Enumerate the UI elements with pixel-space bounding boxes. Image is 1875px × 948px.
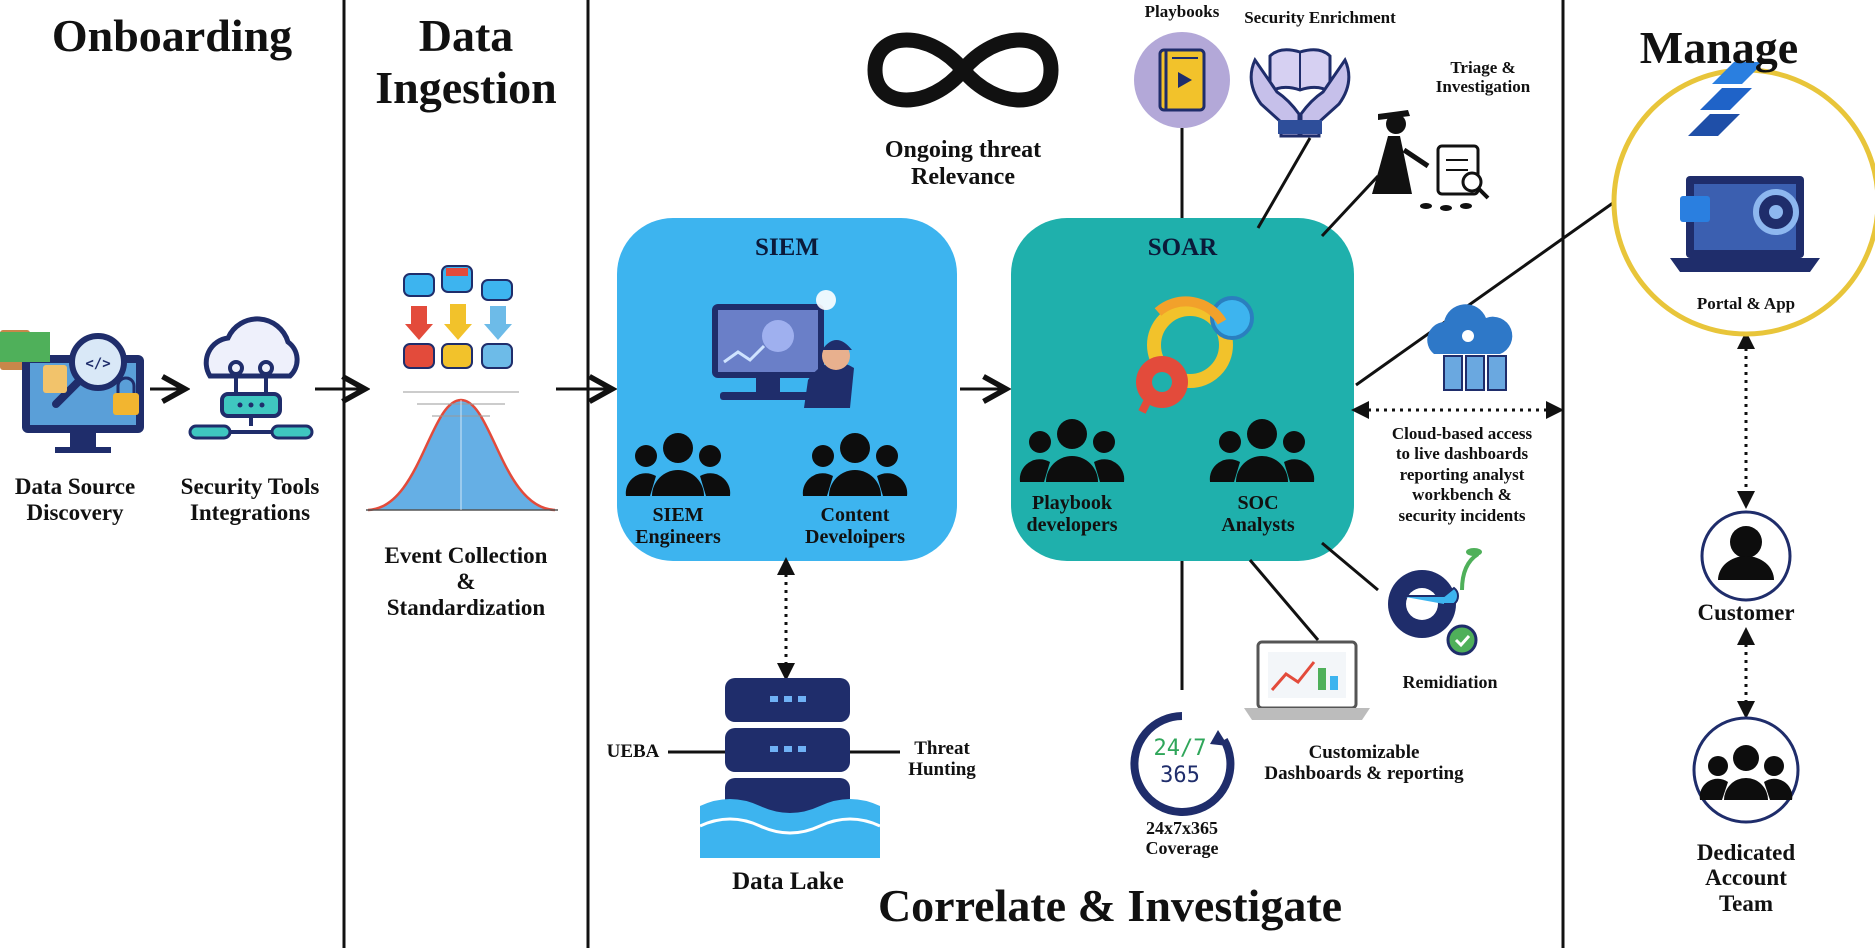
heading-manage: Manage	[1639, 22, 1799, 73]
portal-app-icon[interactable]	[1611, 62, 1875, 337]
spoke-triage	[1320, 174, 1380, 238]
remediation-icon	[1388, 548, 1482, 656]
heading-ingestion: Ingestion	[375, 62, 557, 113]
label-ueba: UEBA	[606, 741, 660, 762]
label-playbooks: Playbooks	[1144, 2, 1220, 21]
label-portal-app: Portal & App	[1696, 294, 1796, 313]
siem-analyst-icon	[712, 290, 854, 408]
data-source-discovery-icon: </>	[0, 330, 144, 453]
siem-title: SIEM	[755, 234, 819, 261]
cloud-servers-icon	[1427, 304, 1513, 391]
siem-box[interactable]	[617, 218, 957, 561]
soar-title: SOAR	[1147, 234, 1218, 261]
soar-gears-icon	[1136, 296, 1254, 414]
triage-investigation-icon	[1372, 110, 1490, 211]
data-lake-icon	[699, 678, 881, 858]
normal-distribution-icon	[366, 391, 558, 512]
ingestion-database-icon	[403, 265, 513, 369]
content-developers-people-icon	[802, 433, 908, 496]
label-security-enrichment: Security Enrichment	[1244, 8, 1396, 27]
account-team-avatar-icon	[1692, 716, 1800, 824]
heading-correlate: Correlate & Investigate	[877, 880, 1343, 931]
spoke-portal	[1355, 196, 1621, 387]
heading-onboarding: Onboarding	[51, 10, 293, 61]
heading-data: Data	[418, 10, 514, 61]
infinity-icon	[867, 32, 1059, 108]
dashboard-laptop-icon	[1244, 640, 1370, 720]
security-tools-cloud-icon	[188, 316, 314, 440]
security-enrichment-icon	[1249, 48, 1351, 138]
label-remediation: Remidiation	[1402, 672, 1498, 692]
spoke-dashboards	[1248, 559, 1320, 641]
clock-24-7-label: 24/7	[1154, 736, 1207, 761]
label-data-lake: Data Lake	[732, 868, 844, 895]
playbooks-icon	[1134, 32, 1230, 128]
soc-analysts-people-icon	[1209, 419, 1315, 482]
clock-365-label: 365	[1160, 763, 1200, 788]
coverage-clock-icon: 24/7 365	[1130, 712, 1235, 816]
label-event-collection: Event Collection&Standardization	[384, 543, 548, 620]
customer-avatar-icon	[1700, 510, 1792, 602]
label-customer: Customer	[1697, 600, 1795, 625]
svg-text:</>: </>	[85, 356, 110, 372]
spoke-enrichment	[1256, 137, 1312, 229]
siem-engineers-people-icon	[625, 433, 731, 496]
label-triage-investigation: Triage &Investigation	[1435, 58, 1531, 97]
spoke-remediation	[1321, 541, 1379, 592]
playbook-developers-people-icon	[1019, 419, 1125, 482]
